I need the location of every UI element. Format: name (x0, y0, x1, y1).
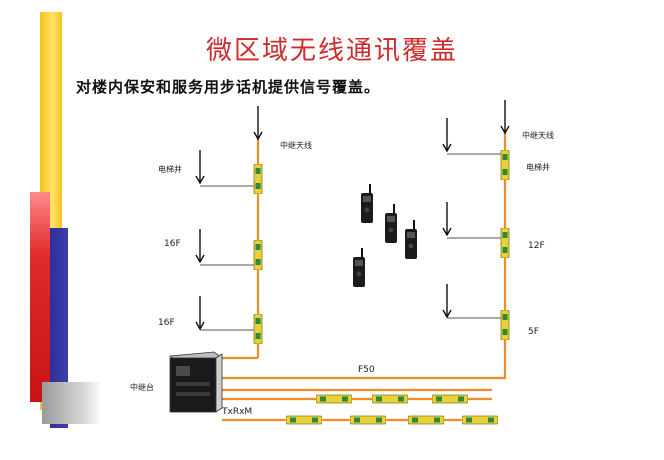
antenna-icon (195, 150, 205, 184)
right-floor-label-b: 5F (528, 327, 539, 337)
repeater-cabinet-icon (168, 351, 224, 413)
page-title: 微区域无线通讯覆盖 (205, 36, 458, 66)
antenna-icon (442, 202, 452, 236)
cable-label: F50 (358, 365, 375, 375)
right-riser (447, 132, 507, 352)
txrx-label: TxRxM (221, 407, 252, 417)
splitter-icon (500, 228, 510, 258)
repeater-label: 中继台 (130, 382, 154, 392)
left-elevator-label: 电梯井 (158, 164, 182, 174)
walkie-talkie-icon (353, 248, 365, 287)
splitter-icon (253, 240, 263, 270)
left-riser (200, 138, 260, 360)
left-floor-label-a: 16F (164, 239, 181, 249)
splitter-icon (408, 415, 444, 425)
feeder-cables (222, 352, 507, 422)
antenna-icon (253, 106, 263, 140)
splitter-icon (253, 314, 263, 344)
decor-bar-grey (42, 382, 102, 424)
left-top-antenna-label: 中继天线 (280, 140, 312, 150)
right-floor-label-a: 12F (528, 241, 545, 251)
antenna-icon (195, 229, 205, 263)
splitter-icon (350, 415, 386, 425)
splitter-icon (316, 394, 352, 404)
page-subtitle: 对楼内保安和服务用步话机提供信号覆盖。 (76, 78, 381, 96)
walkie-talkie-icon (361, 184, 373, 223)
splitter-icon (286, 415, 322, 425)
splitter-icon (462, 415, 498, 425)
antenna-icon (500, 100, 510, 134)
splitter-icon (500, 150, 510, 180)
decor-bar-red (30, 192, 50, 402)
left-floor-label-b: 16F (158, 318, 175, 328)
splitter-icon (372, 394, 408, 404)
decor-bar-blue (50, 228, 68, 428)
right-top-antenna-label: 中继天线 (522, 130, 554, 140)
splitter-icon (500, 310, 510, 340)
splitter-icon (253, 164, 263, 194)
right-elevator-label: 电梯井 (526, 162, 550, 172)
antenna-icon (442, 284, 452, 318)
walkie-talkie-icon (385, 204, 397, 243)
splitter-icon (432, 394, 468, 404)
antenna-icon (195, 296, 205, 330)
walkie-talkie-icon (405, 220, 417, 259)
antenna-icon (442, 118, 452, 152)
